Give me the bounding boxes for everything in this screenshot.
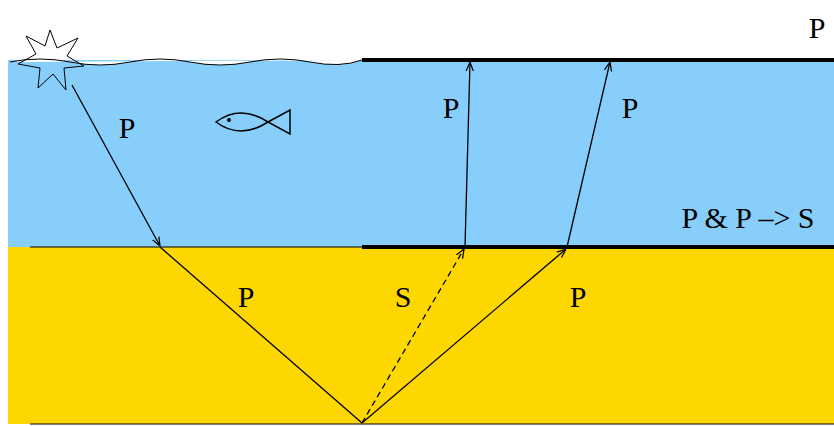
seabed-layer <box>8 247 834 424</box>
wave-label: P <box>119 113 136 143</box>
surface-receiver-line <box>362 58 834 62</box>
ray-paths <box>72 62 610 423</box>
seafloor-receiver-line <box>362 245 834 249</box>
wave-label: S <box>395 282 412 312</box>
source-star <box>18 30 84 90</box>
wave-label: P <box>570 282 587 312</box>
wave-label: P <box>622 93 639 123</box>
wave-label: P <box>238 282 255 312</box>
fish <box>216 110 290 134</box>
wave-label: P <box>443 93 460 123</box>
reflector-line <box>30 424 834 425</box>
water-layer <box>8 60 834 247</box>
sea-surface <box>10 59 362 65</box>
receiver-note: P & P –> S <box>681 203 814 233</box>
seafloor-line <box>30 247 362 248</box>
wave-label: P <box>809 13 826 43</box>
